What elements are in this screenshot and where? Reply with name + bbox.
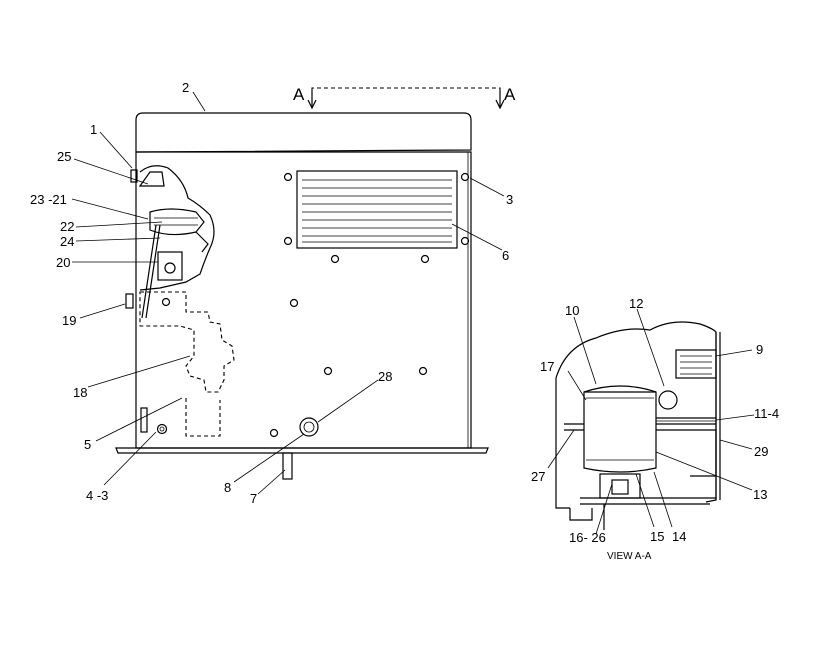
cutaway-background — [555, 321, 717, 503]
callout-29: 29 — [754, 444, 768, 459]
callout-23-21: 23 -21 — [30, 192, 67, 207]
callout-3: 3 — [506, 192, 513, 207]
grommet — [299, 417, 319, 437]
callout-6: 6 — [502, 248, 509, 263]
callout-8: 8 — [224, 480, 231, 495]
callout-24: 24 — [60, 234, 74, 249]
hidden-fixture — [139, 291, 235, 393]
callout-14: 14 — [672, 529, 686, 544]
cylinder — [583, 385, 657, 473]
main-view: A A 2 1 25 23 -21 22 24 20 19 — [30, 80, 516, 506]
callout-9: 9 — [756, 342, 763, 357]
callout-27: 27 — [531, 469, 545, 484]
callout-13: 13 — [753, 487, 767, 502]
callout-5: 5 — [84, 437, 91, 452]
motor — [658, 390, 678, 410]
fan-grille — [675, 349, 717, 379]
callout-10: 10 — [565, 303, 579, 318]
callout-1: 1 — [90, 122, 97, 137]
housing-top-cap — [135, 112, 472, 153]
view-a-a: 10 12 9 17 11-4 29 27 13 15 14 16- 26 VI… — [531, 296, 779, 562]
callout-18: 18 — [73, 385, 87, 400]
callout-7: 7 — [250, 491, 257, 506]
leader-lines — [71, 91, 505, 495]
callout-22: 22 — [60, 219, 74, 234]
callout-17: 17 — [540, 359, 554, 374]
callout-25: 25 — [57, 149, 71, 164]
callout-28: 28 — [378, 369, 392, 384]
callout-20: 20 — [56, 255, 70, 270]
drain-post — [282, 452, 293, 480]
view-leader-lines — [547, 308, 755, 535]
cutaway-mechanism — [125, 165, 215, 319]
screw-holes — [156, 172, 470, 438]
callout-12: 12 — [629, 296, 643, 311]
louver-grille — [296, 170, 458, 249]
base-plate — [115, 447, 489, 454]
section-letter-right: A — [504, 85, 516, 104]
callout-19: 19 — [62, 313, 76, 328]
slot — [140, 407, 148, 433]
callout-4-3: 4 -3 — [86, 488, 108, 503]
callout-2: 2 — [182, 80, 189, 95]
callout-15: 15 — [650, 529, 664, 544]
callout-16-26: 16- 26 — [569, 530, 606, 545]
section-marker — [307, 87, 505, 110]
callout-11-4: 11-4 — [754, 406, 779, 421]
view-caption: VIEW A-A — [607, 551, 652, 562]
section-letter-left: A — [293, 85, 305, 104]
